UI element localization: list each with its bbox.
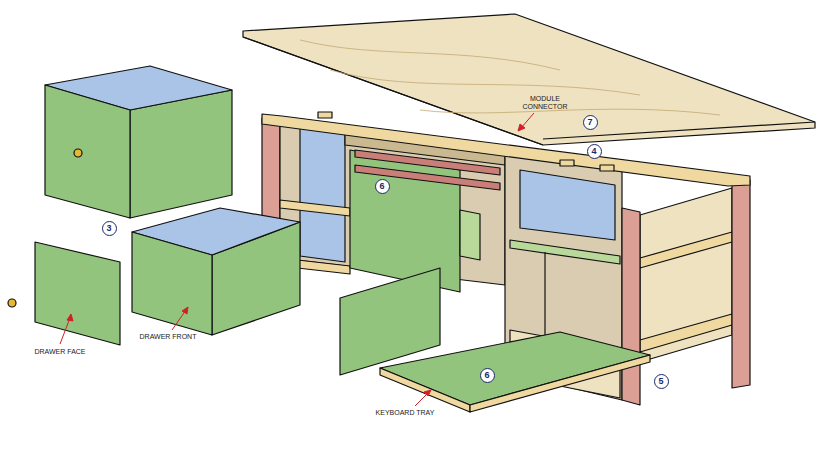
tray-rim: [470, 355, 650, 412]
callout-number: 7: [583, 115, 598, 130]
end-panel: [640, 188, 732, 362]
drawer-side: [130, 90, 232, 218]
rail: [280, 200, 350, 216]
callout-number: 6: [480, 368, 495, 383]
callout-number: 3: [102, 221, 117, 236]
part-label: MODULE CONNECTOR: [521, 95, 569, 111]
rail: [640, 314, 732, 352]
wood-grain: [300, 40, 720, 115]
part-label: DRAWER FRONT: [140, 333, 197, 341]
leg: [732, 180, 750, 388]
cleat: [600, 165, 614, 171]
rail: [640, 232, 732, 268]
leg: [622, 208, 640, 405]
cleat: [318, 112, 332, 118]
drawer-front: [132, 232, 212, 335]
drawer-face: [35, 242, 120, 345]
tabletop-edge: [243, 37, 543, 145]
callout-number: 6: [375, 179, 390, 194]
part-label: DRAWER FACE: [34, 348, 85, 356]
callout-number: 5: [654, 374, 669, 389]
shelf: [510, 240, 620, 264]
part-label: KEYBOARD TRAY: [376, 409, 435, 417]
divider: [544, 252, 545, 338]
tabletop: [243, 14, 815, 145]
drawer-front: [45, 85, 130, 218]
drawer-knob: [74, 149, 82, 157]
drawer-knob: [8, 299, 16, 307]
leader-lines: [60, 113, 534, 406]
module-side: [300, 125, 345, 262]
callout-number: 4: [587, 144, 602, 159]
module-interior: [520, 170, 615, 240]
panel-notch: [460, 210, 480, 260]
cleat: [560, 160, 574, 166]
tray-rim: [380, 368, 470, 412]
